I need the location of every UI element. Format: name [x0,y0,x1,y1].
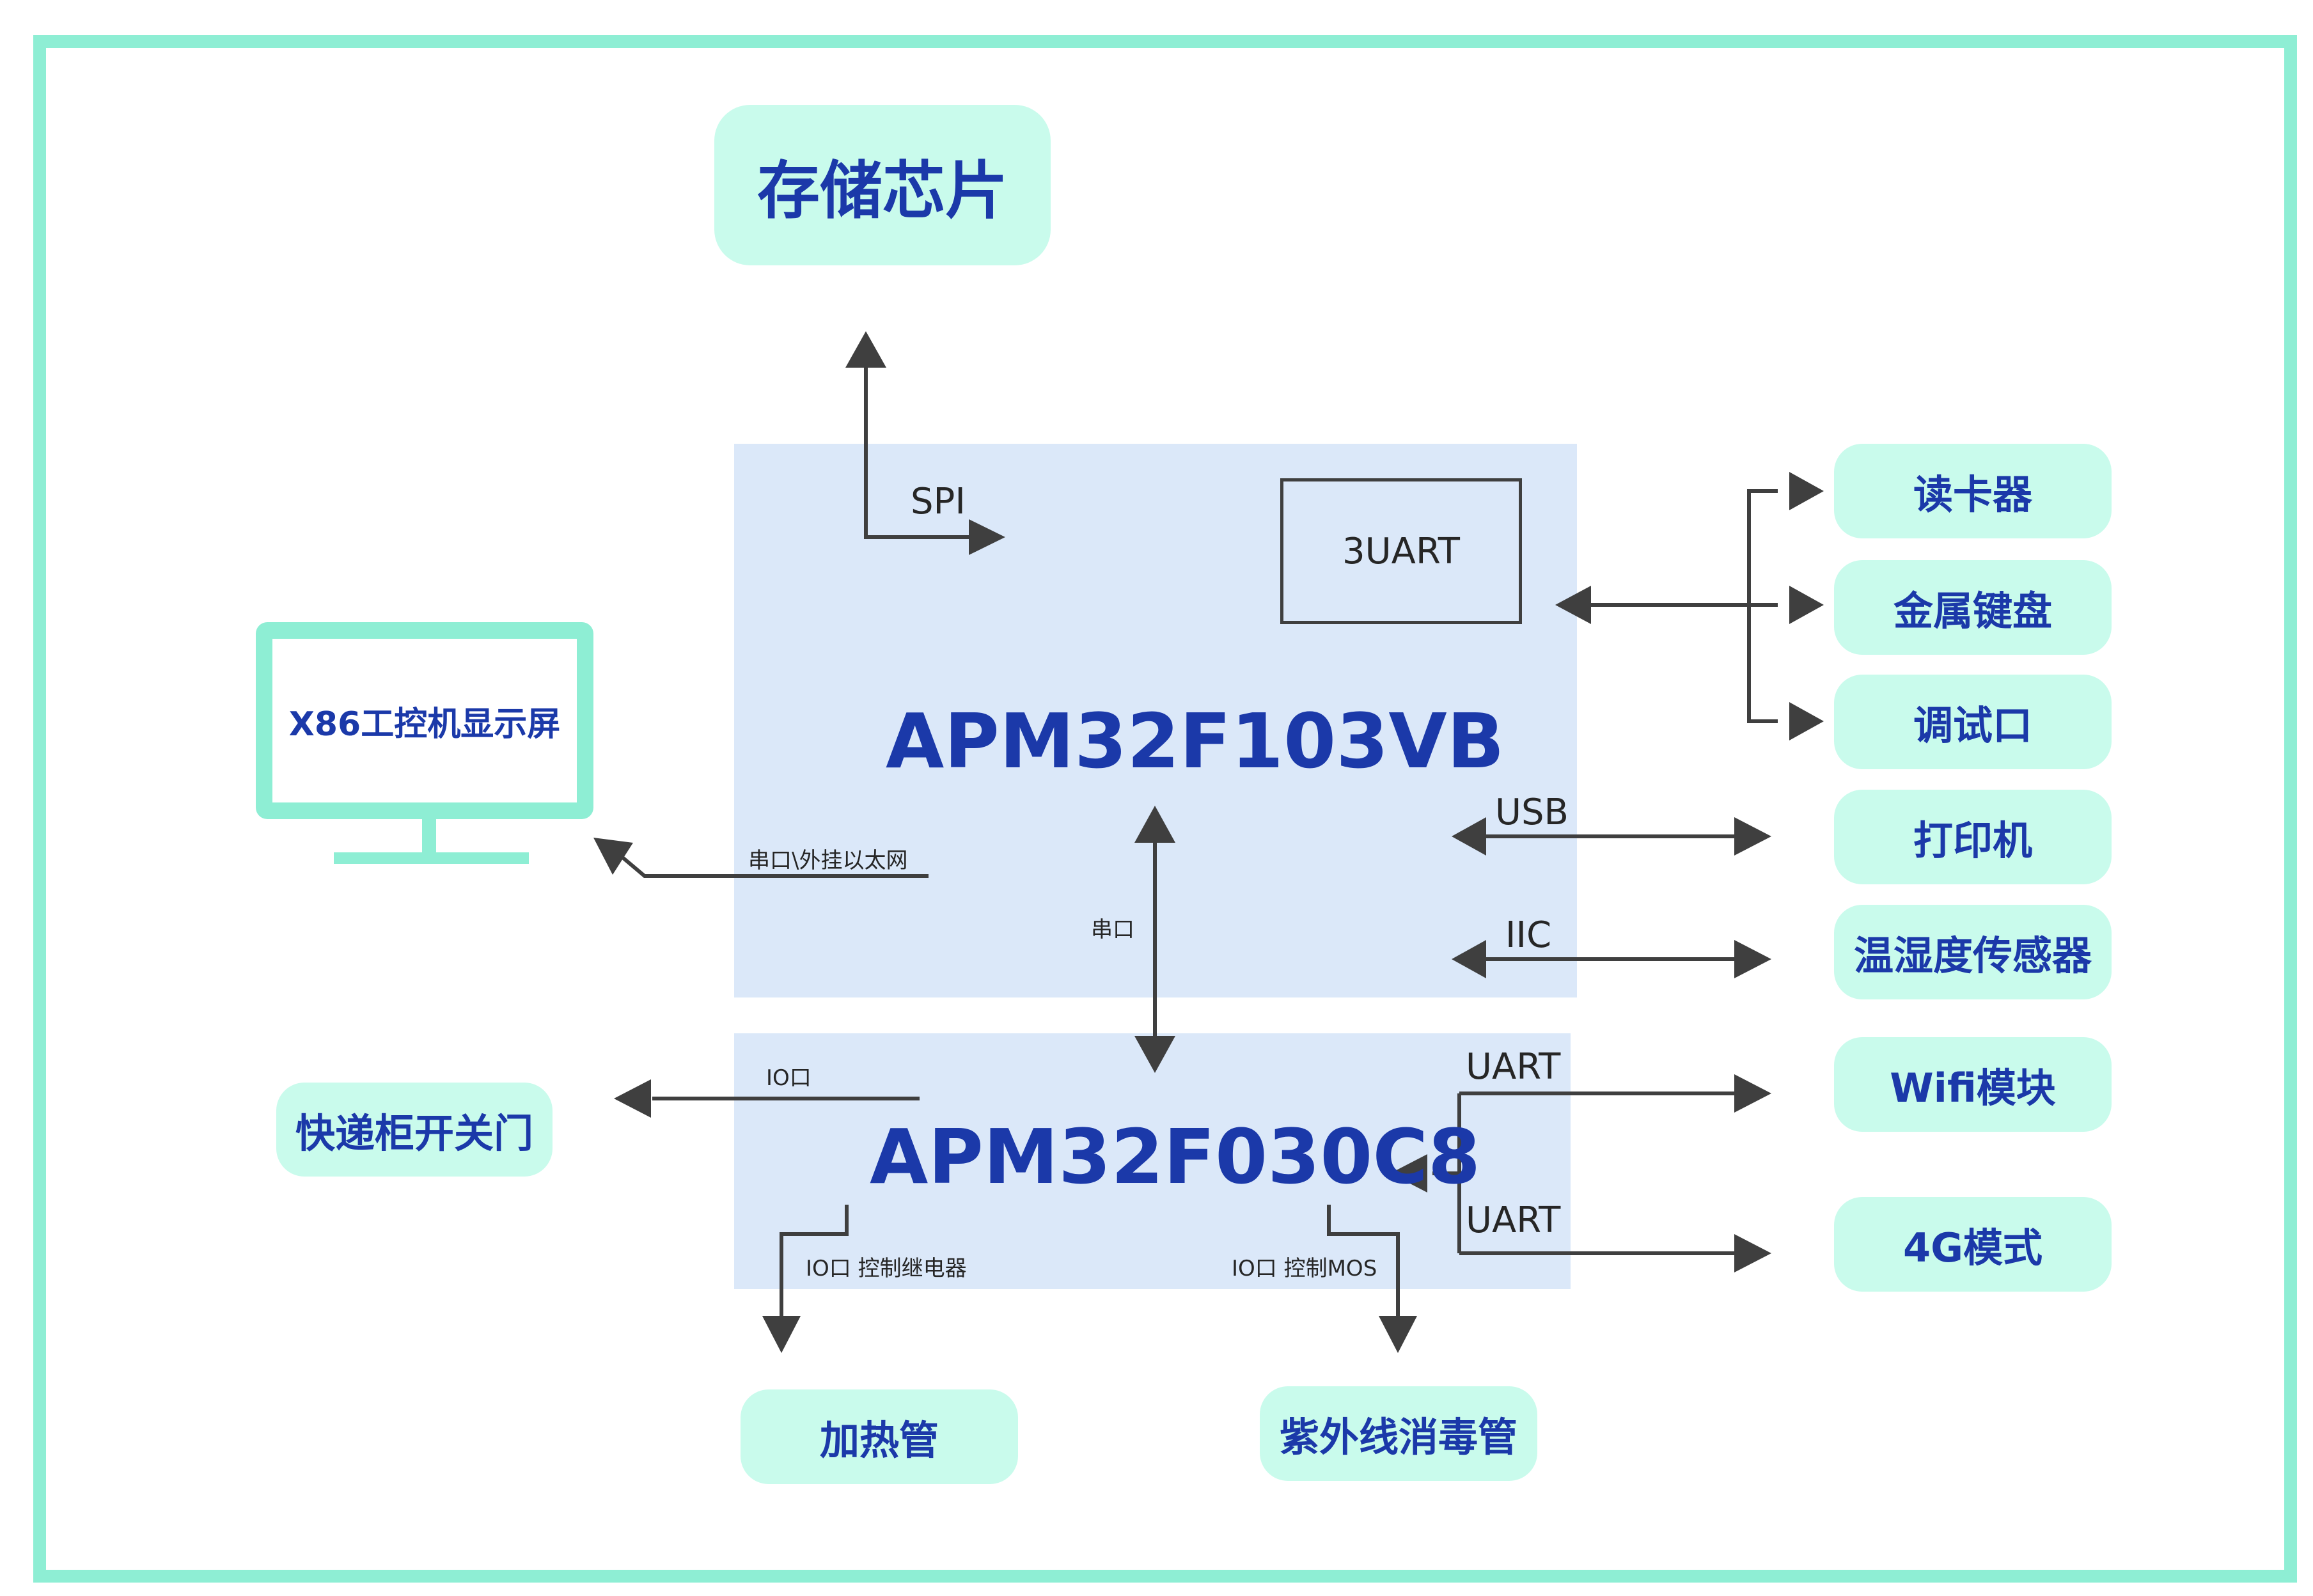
arrow-icon [614,1079,651,1118]
arrow-icon [593,838,633,875]
door-node: 快递柜开关门 [276,1083,553,1177]
arrow-icon [1789,472,1824,510]
arrow-icon [1734,940,1771,978]
iic-label: IIC [1505,914,1552,956]
arrow-icon [1734,817,1771,856]
io-relay-label: IO口 控制继电器 [806,1256,967,1281]
printer-node: 打印机 [1834,790,2112,884]
monitor-icon: X86工控机显示屏 [256,622,593,819]
usb-label: USB [1495,792,1569,833]
uart-wifi-label: UART [1466,1046,1561,1088]
arrow-icon [1390,1154,1427,1193]
io-mos-connector [1327,1205,1400,1316]
uv-node: 紫外线消毒管 [1260,1386,1537,1481]
keyboard-node: 金属键盘 [1834,560,2112,655]
spi-label: SPI [911,481,966,522]
card-reader-node: 读卡器 [1834,444,2112,538]
arrow-icon [845,331,886,368]
uart-4g-label: UART [1466,1200,1561,1241]
diagram-frame [33,35,2297,1583]
uart-branch-line [1747,489,1778,723]
serial-eth-label: 串口\外挂以太网 [748,848,908,873]
sub-chip-title: APM32F030C8 [870,1113,1481,1201]
arrow-icon [1379,1316,1417,1353]
io-door-label: IO口 [766,1065,812,1091]
io-relay-connector [780,1205,849,1316]
arrow-icon [1452,940,1486,978]
debug-port-node: 调试口 [1834,675,2112,769]
arrow-icon [1555,586,1591,624]
arrow-icon [1452,817,1486,856]
heater-node: 加热管 [741,1389,1018,1484]
uart-box-label: 3UART [1342,530,1460,572]
arrow-icon [762,1316,801,1353]
arrow-icon [1789,702,1824,740]
wifi-node: Wifi模块 [1834,1037,2112,1132]
lte-node: 4G模式 [1834,1197,2112,1292]
monitor-base [334,852,529,864]
storage-node: 存储芯片 [714,105,1051,265]
monitor-stand [422,819,436,856]
uart-box: 3UART [1280,478,1522,624]
sensor-node: 温湿度传感器 [1834,905,2112,999]
io-mos-label: IO口 控制MOS [1232,1256,1377,1281]
arrow-icon [1734,1234,1771,1272]
arrow-icon [1789,586,1824,624]
monitor-label: X86工控机显示屏 [288,705,561,744]
arrow-icon [1134,1036,1175,1073]
main-chip-title: APM32F103VB [886,697,1505,785]
arrow-icon [969,519,1005,555]
arrow-icon [1734,1074,1771,1113]
serial-eth-connector [619,854,929,878]
apm32f030c8-block [734,1033,1571,1289]
spi-connector [864,355,978,539]
serial-label: 串口 [1091,917,1134,943]
arrow-icon [1134,806,1175,843]
